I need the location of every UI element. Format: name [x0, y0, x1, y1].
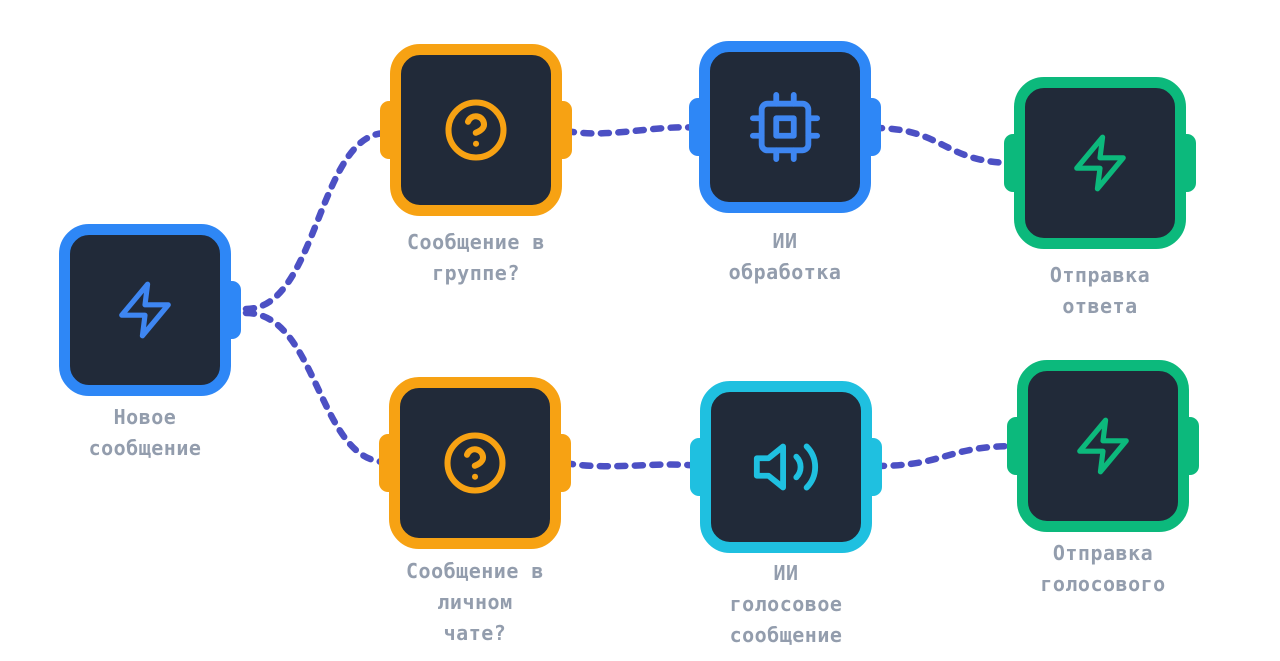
connection-ai-voice-to-send-voice[interactable]: [872, 442, 1020, 470]
node-label-send-reply: Отправка ответа: [1049, 263, 1151, 318]
node-label-is-group-message: Сообщение в группе?: [407, 230, 545, 285]
node-box[interactable]: [59, 224, 231, 396]
node-label-new-message: Новое сообщение: [88, 405, 202, 460]
node-label-ai-voice-message: ИИ голосовое сообщение: [729, 561, 843, 647]
zap-icon: [1074, 134, 1126, 192]
node-ai-processing[interactable]: [689, 41, 881, 213]
node-is-private-chat[interactable]: [379, 377, 571, 549]
connection-private-check-to-ai-voice[interactable]: [561, 459, 704, 470]
connection-new-message-to-private-check[interactable]: [242, 309, 390, 466]
node-box[interactable]: [1014, 77, 1186, 249]
node-box[interactable]: [699, 41, 871, 213]
node-box[interactable]: [700, 381, 872, 553]
node-is-group-message[interactable]: [380, 44, 572, 216]
help-circle-icon: [445, 99, 507, 161]
node-new-message[interactable]: [59, 224, 241, 396]
connection-new-message-to-group-check[interactable]: [242, 129, 390, 313]
speaker-icon: [753, 443, 819, 491]
zap-icon: [1077, 417, 1129, 475]
zap-icon: [119, 281, 171, 339]
node-send-voice[interactable]: [1007, 360, 1199, 532]
node-label-send-voice: Отправка голосового: [1040, 541, 1166, 596]
node-box[interactable]: [1017, 360, 1189, 532]
node-ai-voice-message[interactable]: [690, 381, 882, 553]
help-circle-icon: [444, 432, 506, 494]
node-label-is-private-chat: Сообщение в личном чате?: [406, 559, 544, 645]
connection-group-check-to-ai-processing[interactable]: [562, 124, 704, 137]
connection-ai-processing-to-send-reply[interactable]: [870, 124, 1018, 167]
node-label-ai-processing: ИИ обработка: [728, 229, 842, 284]
node-send-reply[interactable]: [1004, 77, 1196, 249]
cpu-icon: [750, 92, 820, 162]
node-box[interactable]: [390, 44, 562, 216]
node-box[interactable]: [389, 377, 561, 549]
